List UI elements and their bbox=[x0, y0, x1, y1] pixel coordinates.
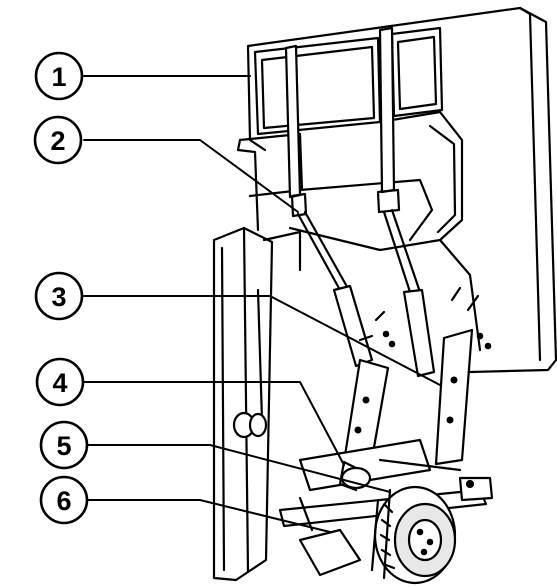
callout-number-6: 6 bbox=[56, 486, 71, 516]
leader-lines bbox=[83, 75, 441, 533]
callout-number-2: 2 bbox=[50, 126, 65, 156]
callout-circle-6 bbox=[39, 475, 89, 525]
wheel bbox=[298, 485, 457, 585]
callout-number-5: 5 bbox=[56, 431, 71, 461]
lift-cylinders bbox=[284, 26, 436, 378]
callout-circle-4 bbox=[35, 357, 85, 407]
callout-number-1: 1 bbox=[51, 62, 66, 92]
side-wall bbox=[212, 226, 302, 582]
support-arms bbox=[342, 286, 492, 472]
callout-number-3: 3 bbox=[51, 282, 66, 312]
callout-circle-2 bbox=[33, 115, 83, 165]
callout-circle-3 bbox=[34, 271, 84, 321]
leader-line-6 bbox=[87, 499, 331, 533]
callout-circles bbox=[33, 51, 89, 525]
leader-line-4 bbox=[83, 381, 345, 466]
leader-line-3 bbox=[83, 295, 441, 386]
leader-line-2 bbox=[83, 139, 299, 213]
rear-panel bbox=[236, 6, 557, 374]
callout-number-4: 4 bbox=[52, 368, 67, 398]
leader-line-5 bbox=[87, 444, 391, 493]
callout-circle-1 bbox=[34, 51, 84, 101]
callout-circle-5 bbox=[39, 420, 89, 470]
